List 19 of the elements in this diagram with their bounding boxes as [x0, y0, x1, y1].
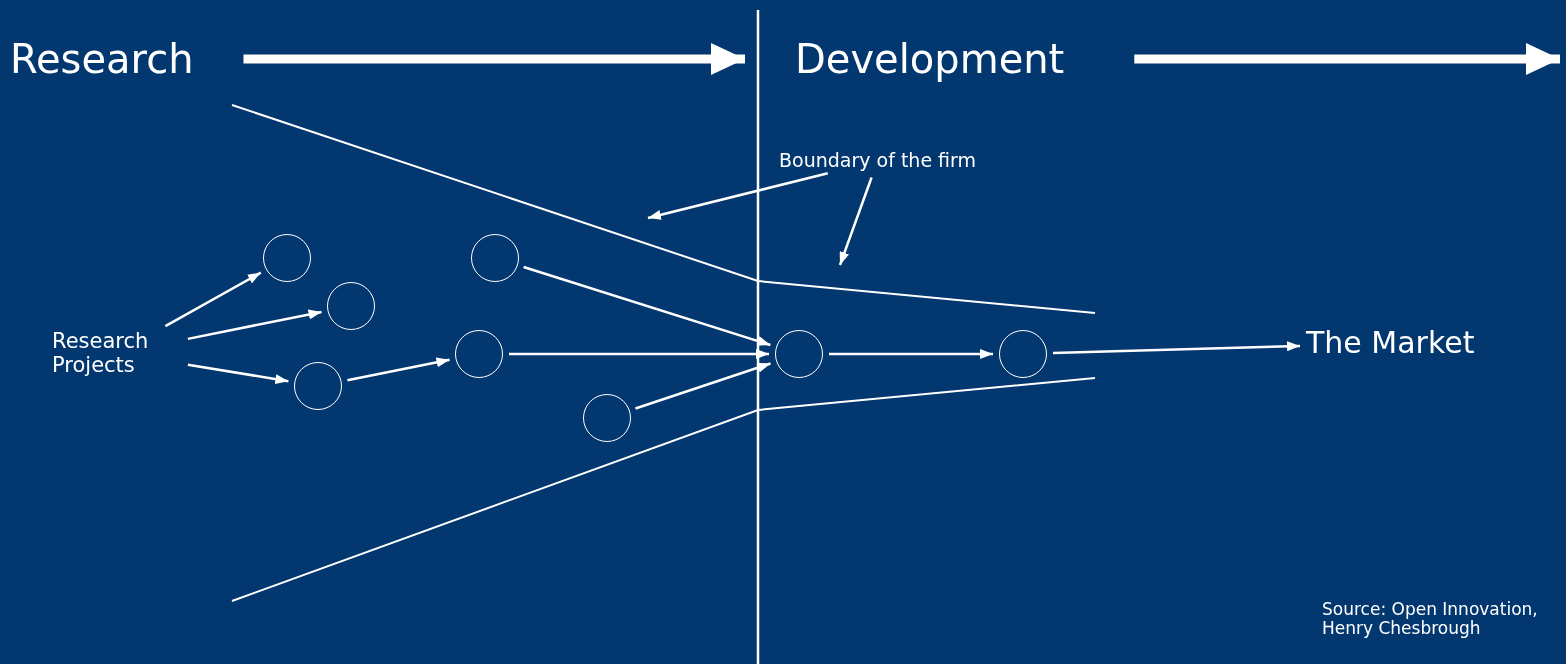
source-note: Source: Open Innovation, Henry Chesbrough — [1322, 600, 1539, 638]
leader-arrow — [838, 177, 873, 266]
stage-heading: Development — [795, 36, 1065, 82]
callout-text: Boundary of the firm — [779, 150, 977, 172]
source-label: Research Projects — [52, 329, 182, 378]
arrow — [635, 362, 771, 410]
arrow — [164, 271, 262, 328]
arrow — [509, 349, 769, 359]
arrow — [523, 265, 771, 347]
leader-arrow — [647, 172, 829, 220]
arrow — [829, 349, 993, 359]
arrow — [187, 309, 322, 341]
arrow — [347, 357, 450, 382]
arrow — [1134, 43, 1560, 75]
destination-label: The Market — [1306, 326, 1475, 361]
arrow — [1052, 341, 1301, 355]
arrow — [243, 43, 745, 75]
stage-heading: Research — [10, 36, 194, 82]
arrow — [187, 363, 289, 384]
